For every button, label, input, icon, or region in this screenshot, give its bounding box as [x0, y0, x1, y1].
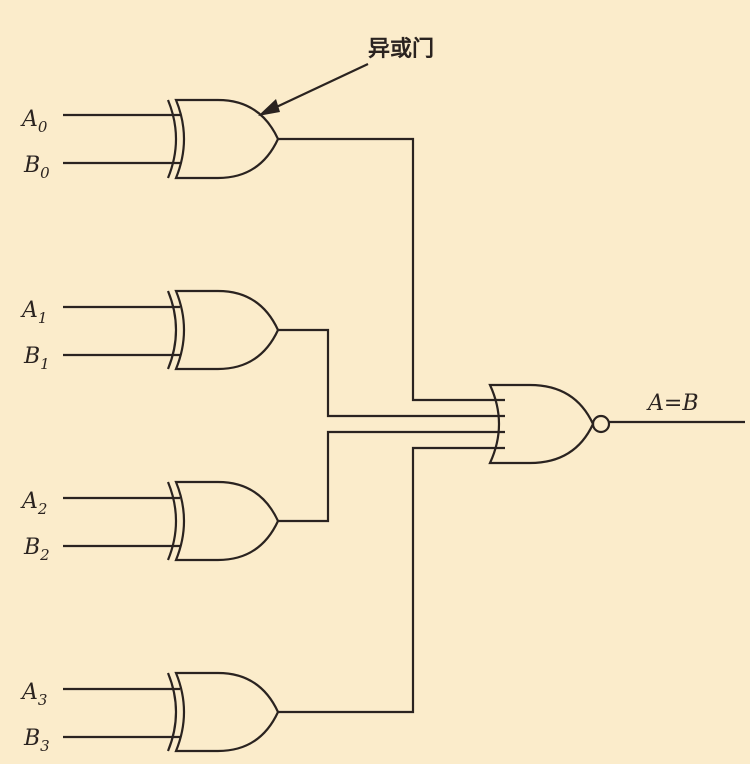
xor-gate-3 [63, 671, 280, 753]
nor-gate [488, 383, 611, 465]
input-label-b0: B0 [23, 153, 50, 182]
nor-inversion-bubble [591, 414, 611, 434]
input-label-b2: B2 [23, 535, 50, 564]
wire-xor0-to-nor [278, 137, 505, 402]
wire-xor3-to-nor [278, 446, 505, 714]
input-label-b3: B3 [23, 726, 50, 755]
input-label-a3: A3 [20, 680, 47, 709]
xor-gate-2 [63, 480, 280, 562]
output-label: A=B [646, 391, 699, 416]
xor-gate-1 [63, 289, 280, 371]
input-label-b1: B1 [23, 344, 50, 373]
xor-gate-callout-label: 异或门 [368, 36, 434, 62]
callout-arrowhead-icon [258, 99, 280, 116]
input-label-a1: A1 [20, 298, 47, 327]
callout-arrow-line [269, 63, 369, 111]
input-label-a2: A2 [20, 489, 47, 518]
input-label-a0: A0 [20, 107, 48, 136]
wire-xor1-to-nor [278, 328, 505, 418]
xor-gate-0 [63, 98, 280, 180]
wire-xor2-to-nor [278, 430, 505, 523]
